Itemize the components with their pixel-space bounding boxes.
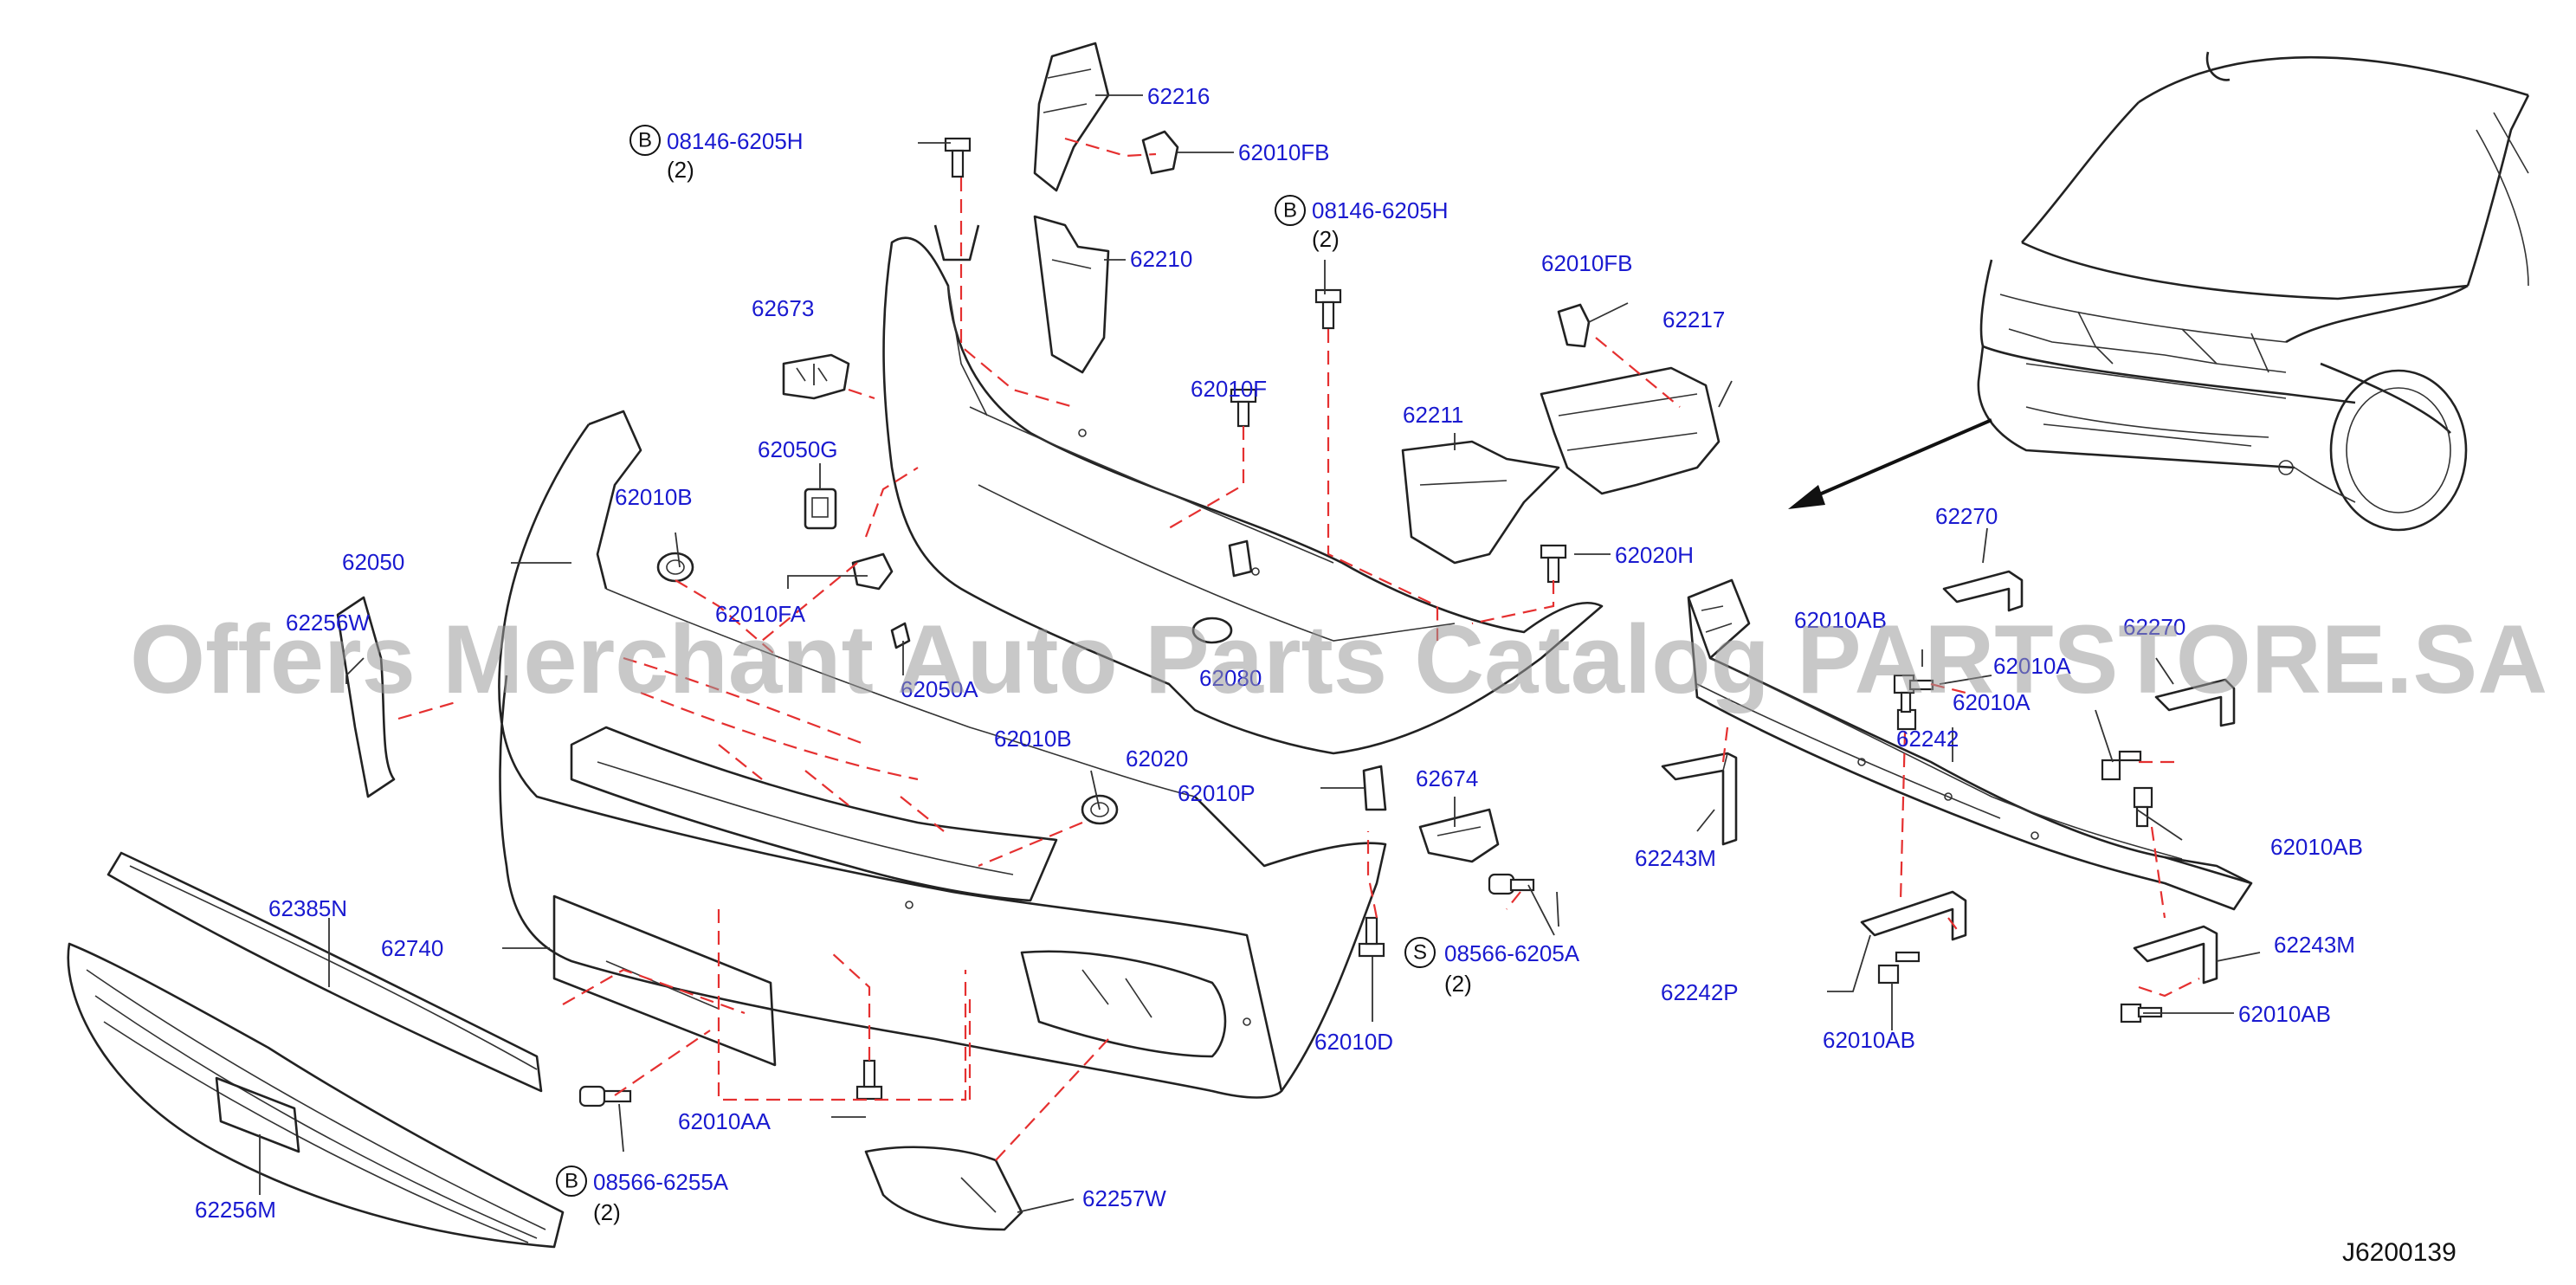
- label-62211: 62211: [1403, 402, 1463, 428]
- marker-b1: B: [629, 125, 661, 156]
- qty-s: (2): [1444, 971, 1472, 997]
- marker-b2-letter: B: [1283, 199, 1297, 223]
- bumper-retainer: [882, 224, 1604, 755]
- label-62385n: 62385N: [268, 895, 347, 921]
- label-62010aa: 62010AA: [678, 1108, 772, 1134]
- label-62050a: 62050A: [901, 676, 978, 702]
- label-62243m-left: 62243M: [1635, 845, 1716, 871]
- marker-b3: B: [556, 1166, 587, 1197]
- qty-b2: (2): [1312, 226, 1340, 252]
- label-62050: 62050: [342, 549, 404, 575]
- label-62010ab-top: 62010AB: [1794, 607, 1887, 633]
- assembly-lines: [397, 137, 2200, 1161]
- label-62010a-upper: 62010A: [1993, 653, 2071, 679]
- qty-b3: (2): [593, 1199, 621, 1225]
- label-08566-6255a: 08566-6255A: [593, 1169, 729, 1195]
- label-62217: 62217: [1662, 307, 1725, 333]
- label-62010d: 62010D: [1314, 1029, 1393, 1055]
- label-62256m: 62256M: [195, 1197, 276, 1223]
- label-62010ab-right: 62010AB: [2270, 834, 2363, 860]
- part-labels: 62216 62010FB 08146-6205H (2) 62210 0814…: [195, 83, 2363, 1225]
- bumper-cover: [498, 410, 1387, 1099]
- label-62020h: 62020H: [1615, 542, 1694, 568]
- lower-parts: [67, 596, 1023, 1249]
- label-08146-6205h-left: 08146-6205H: [667, 128, 804, 154]
- label-62010p: 62010P: [1178, 780, 1256, 806]
- diagram-code: J6200139: [2342, 1238, 2457, 1267]
- label-62010f: 62010F: [1191, 376, 1267, 402]
- vehicle-outline: [1977, 51, 2530, 532]
- reinforcement-beam: [1687, 578, 2253, 911]
- qty-b1: (2): [667, 157, 694, 183]
- marker-s: S: [1404, 937, 1436, 968]
- label-62010b-left: 62010B: [615, 484, 693, 510]
- marker-b3-letter: B: [565, 1170, 578, 1193]
- label-62010fa: 62010FA: [715, 601, 806, 627]
- marker-s-letter: S: [1413, 941, 1427, 965]
- label-62674: 62674: [1416, 765, 1478, 791]
- label-08566-6205a: 08566-6205A: [1444, 940, 1580, 966]
- label-62673: 62673: [752, 295, 814, 321]
- label-62210: 62210: [1130, 246, 1192, 272]
- side-brackets: [1033, 42, 1721, 565]
- label-62242p: 62242P: [1661, 979, 1739, 1005]
- label-62270-top: 62270: [1935, 503, 1998, 529]
- label-62020: 62020: [1126, 746, 1188, 772]
- label-62270-right: 62270: [2123, 614, 2185, 640]
- label-62010ab-bottom-right: 62010AB: [2238, 1001, 2331, 1027]
- leader-lines: [259, 94, 2261, 1213]
- label-62740: 62740: [381, 935, 443, 961]
- label-62050g: 62050G: [758, 436, 838, 462]
- direction-arrow: [1788, 418, 1992, 509]
- marker-b2: B: [1275, 195, 1306, 226]
- label-08146-6205h-right: 08146-6205H: [1312, 197, 1449, 223]
- label-62256w: 62256W: [286, 610, 370, 636]
- label-62243m-right: 62243M: [2274, 932, 2355, 958]
- marker-b1-letter: B: [638, 129, 652, 152]
- label-62242: 62242: [1896, 726, 1959, 752]
- label-62010b-center: 62010B: [994, 726, 1072, 752]
- label-62010a-lower: 62010A: [1953, 689, 2030, 715]
- label-62257w: 62257W: [1082, 1185, 1166, 1211]
- watermark: Offers Merchant Auto Parts Catalog PARTS…: [130, 605, 2547, 714]
- label-62216: 62216: [1147, 83, 1210, 109]
- label-62010fb-right: 62010FB: [1541, 250, 1633, 276]
- bolts: [578, 137, 2163, 1107]
- label-62080: 62080: [1199, 665, 1262, 691]
- label-62010fb-top: 62010FB: [1238, 139, 1330, 165]
- label-62010ab-bottom: 62010AB: [1823, 1027, 1915, 1053]
- small-components: [656, 353, 1500, 863]
- bracket-parts: [1661, 570, 2236, 985]
